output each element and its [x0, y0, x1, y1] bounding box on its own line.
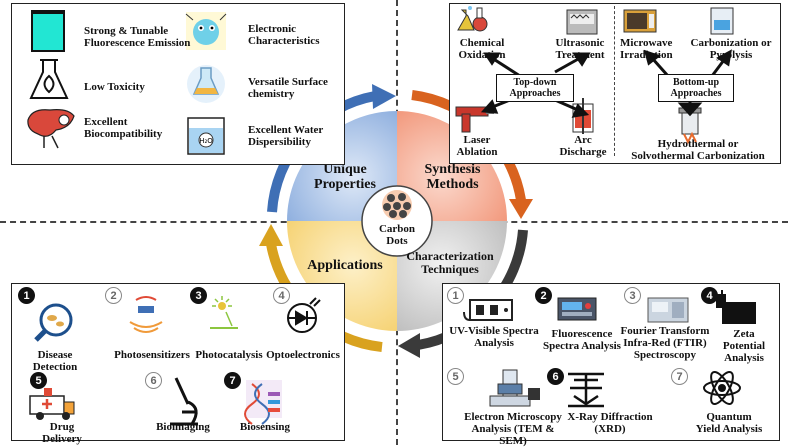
char-number-7: 7: [671, 368, 688, 385]
applications-quadrant: [287, 221, 397, 331]
app-number-7: 7: [224, 372, 241, 389]
app-number-3: 3: [190, 287, 207, 304]
ambulance-icon: [29, 388, 75, 420]
flask-leaf-icon: [29, 59, 69, 99]
photocatalysis-icon: [210, 296, 238, 329]
electron-microscope-icon: [489, 369, 540, 407]
property-low-toxicity: Low Toxicity: [84, 81, 145, 93]
flask-icon: [187, 65, 225, 103]
uv-vis-spectrometer-icon: [463, 299, 513, 321]
ultrasonic-bath-icon: [566, 9, 598, 35]
water-beaker-icon: H₂O: [187, 117, 225, 155]
app-photocatalysis: Photocatalysis: [195, 349, 263, 361]
char-number-3: 3: [624, 287, 641, 304]
carbon-dots-icon: [382, 190, 412, 220]
svg-text:H₂O: H₂O: [199, 137, 213, 145]
unique-properties-panel: [11, 3, 345, 165]
applications-title: Applications: [307, 258, 383, 273]
app-bioimaging: Bioimaging: [156, 421, 210, 433]
photosensitizer-icon: [129, 296, 163, 333]
microwave-icon: [623, 9, 657, 33]
char-xrd: X-Ray Diffraction(XRD): [567, 411, 653, 435]
char-number-6: 6: [547, 368, 564, 385]
microscope-icon: [170, 377, 198, 426]
app-photosensitizers: Photosensitizers: [114, 349, 190, 361]
ftir-spectrometer-icon: [647, 297, 689, 323]
atom-icon: [703, 371, 741, 405]
app-number-4: 4: [273, 287, 290, 304]
synthesis-methods-quadrant: [397, 111, 507, 221]
biosensing-dna-icon: [244, 380, 282, 425]
app-biosensing: Biosensing: [239, 421, 291, 433]
synthesis-inner-divider: [614, 6, 615, 156]
electron-cartoon-icon: [185, 12, 227, 50]
magnifier-bacteria-icon: [34, 303, 73, 342]
fluorescence-spectrometer-icon: [557, 297, 597, 321]
app-number-5: 5: [30, 372, 47, 389]
char-number-1: 1: [447, 287, 464, 304]
char-number-2: 2: [535, 287, 552, 304]
xrd-icon: [568, 372, 604, 408]
led-diode-icon: [287, 297, 321, 333]
char-number-4: 4: [701, 287, 718, 304]
unique-properties-quadrant: [287, 111, 397, 221]
chemical-flasks-icon: [457, 6, 488, 32]
app-number-1: 1: [18, 287, 35, 304]
app-optoelectronics: Optoelectronics: [266, 349, 340, 361]
liver-icon: [27, 109, 75, 149]
fluorescence-vial-icon: [31, 10, 65, 52]
app-number-2: 2: [105, 287, 122, 304]
characterization-quadrant: [397, 221, 507, 331]
zeta-analyzer-icon: [716, 290, 756, 324]
app-number-6: 6: [145, 372, 162, 389]
furnace-icon: [710, 7, 734, 35]
char-number-5: 5: [447, 368, 464, 385]
